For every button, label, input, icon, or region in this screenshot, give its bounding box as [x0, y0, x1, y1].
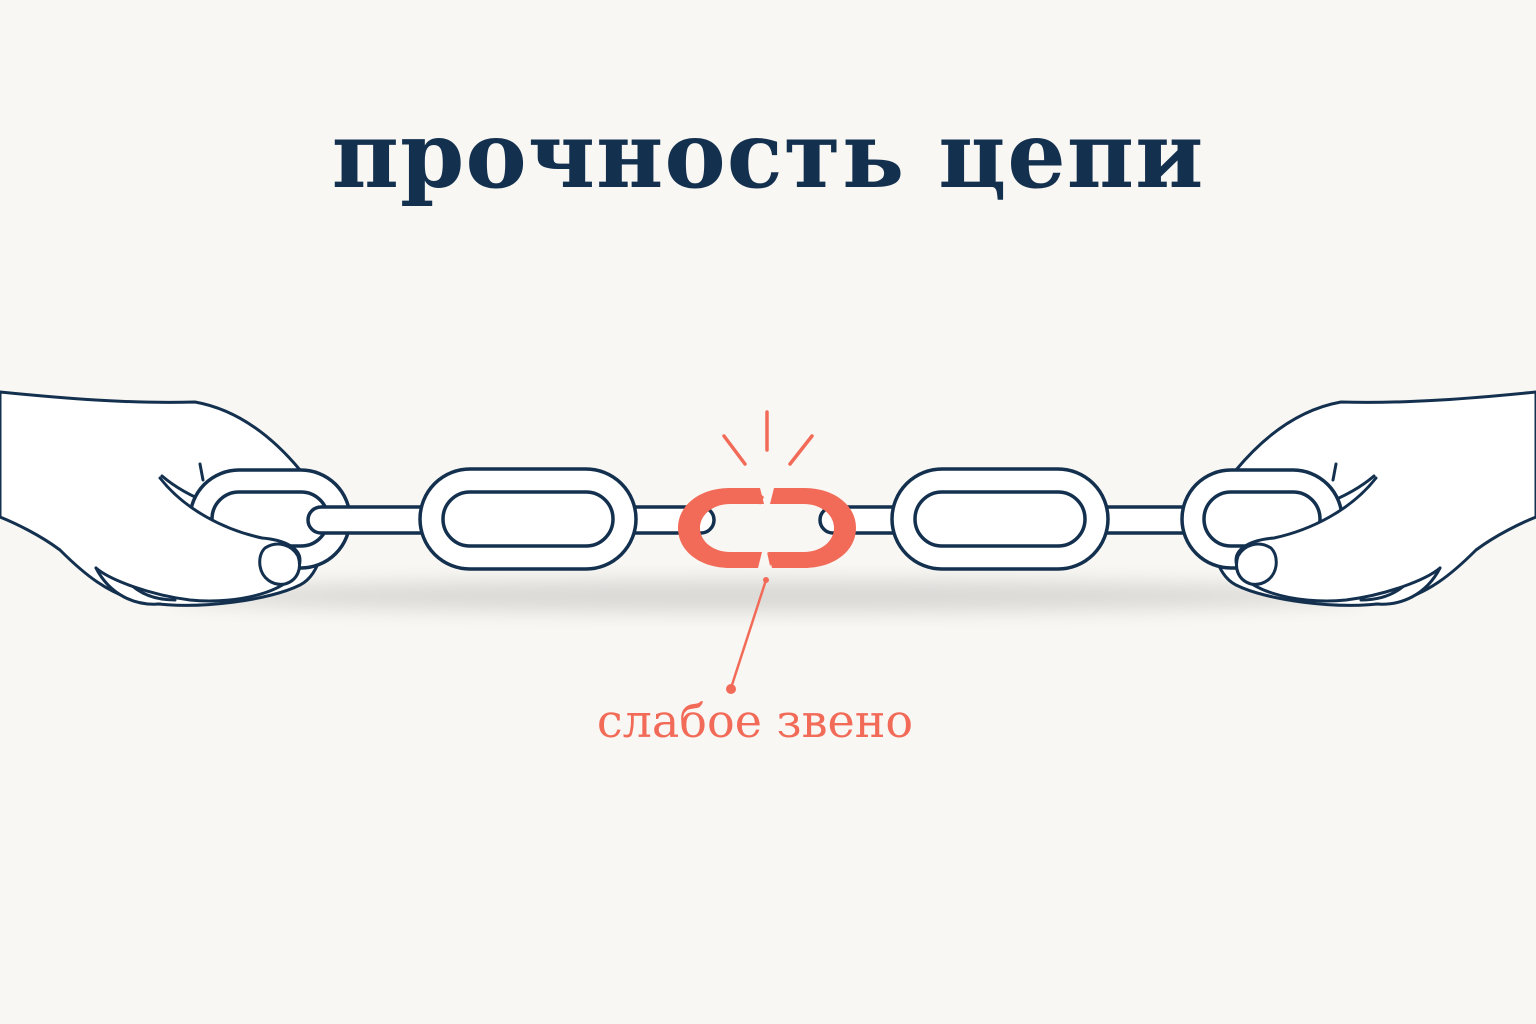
- page-title: прочность цепи: [331, 101, 1205, 209]
- right-hand-grip: [1234, 476, 1442, 603]
- chain: [188, 467, 1344, 571]
- weak-link-callout: [726, 577, 769, 694]
- broken-link-icon: [678, 488, 856, 568]
- chain-link-inner: [913, 490, 1087, 548]
- left-hand-grip: [94, 476, 302, 603]
- chain-shadow: [168, 580, 1368, 612]
- snap-burst-icon: [722, 410, 814, 466]
- weak-link-label: слабое звено: [596, 694, 914, 748]
- chain-link-inner: [441, 490, 615, 548]
